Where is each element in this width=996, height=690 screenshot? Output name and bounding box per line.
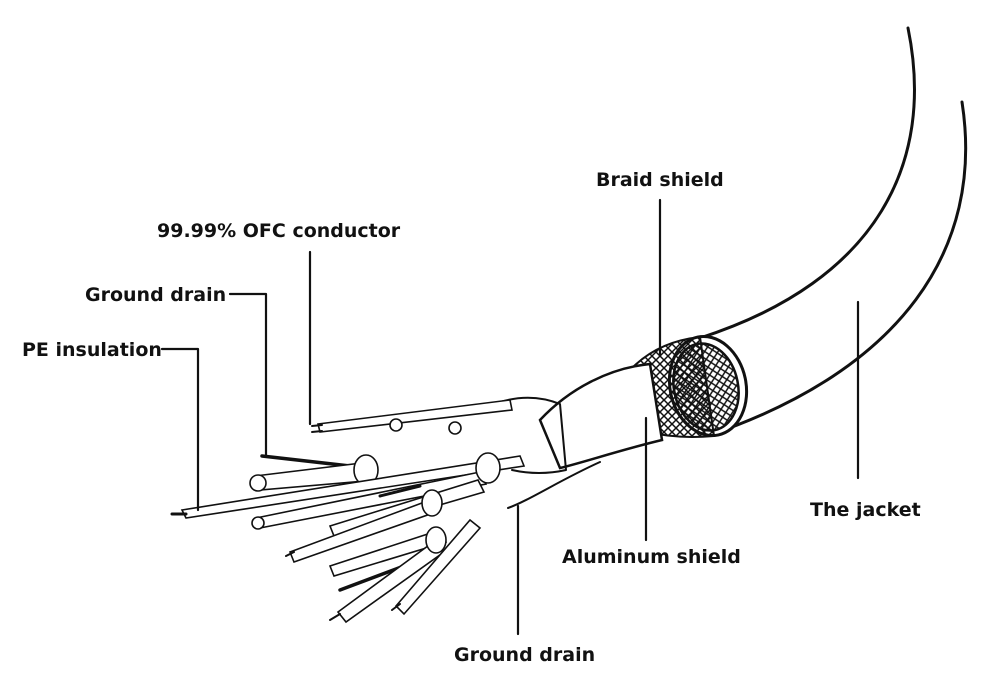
label-ground-drain-bottom: Ground drain <box>454 644 595 666</box>
label-ground-drain-top: Ground drain <box>85 284 226 306</box>
label-aluminum-shield: Aluminum shield <box>562 546 741 568</box>
label-braid-shield: Braid shield <box>596 169 724 191</box>
leader-lines <box>160 198 860 636</box>
inner-conductors <box>170 399 601 624</box>
leader-pe-insulation <box>160 347 200 512</box>
label-pe-insulation: PE insulation <box>22 339 162 361</box>
aluminum-shield <box>499 362 664 474</box>
label-ofc-conductor: 99.99% OFC conductor <box>157 220 401 242</box>
label-the-jacket: The jacket <box>810 499 921 521</box>
leader-ground-drain-top <box>228 292 268 458</box>
